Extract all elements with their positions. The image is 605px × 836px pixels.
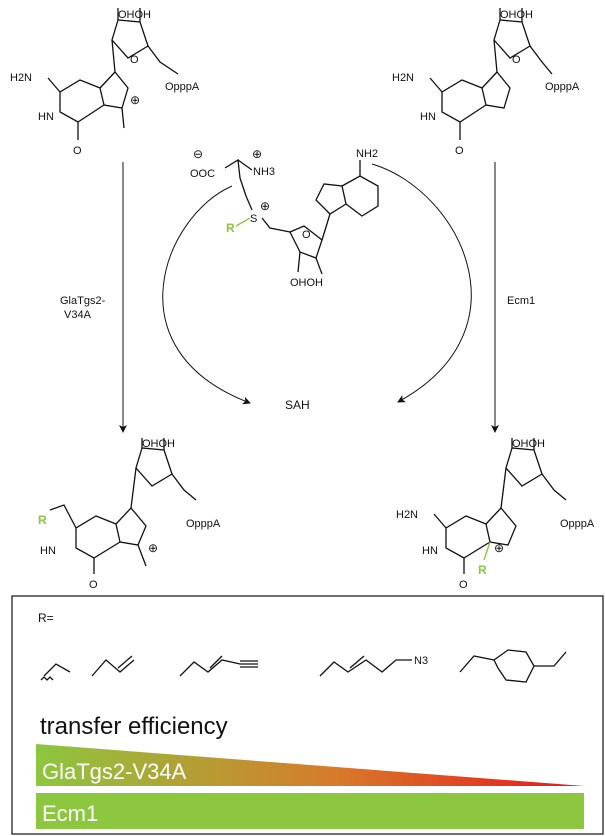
right-substrate-cap: OpppA xyxy=(545,81,580,93)
cofactor-plus-top-icon: ⊕ xyxy=(252,147,262,161)
substrate-left-structure xyxy=(47,8,179,140)
cofactor-r-group: R xyxy=(226,221,235,235)
left-substrate-oh: OHOH xyxy=(118,9,151,21)
left-product-r-group: R xyxy=(38,513,47,527)
right-substrate-nh: HN xyxy=(420,111,436,123)
right-product-plus-icon: ⊕ xyxy=(494,541,504,555)
ecm1-bar-label: Ecm1 xyxy=(42,801,98,826)
byproduct-label: SAH xyxy=(285,398,310,412)
left-substrate-plus-icon: ⊕ xyxy=(130,93,140,107)
left-substrate-nh: HN xyxy=(38,111,54,123)
r-equals-label: R= xyxy=(38,611,54,625)
right-product-oh: OHOH xyxy=(512,438,545,450)
right-enzyme-label: Ecm1 xyxy=(507,295,535,307)
glatgs2-bar-label: GlaTgs2-V34A xyxy=(42,759,187,784)
cofactor-amine: NH2 xyxy=(356,148,378,160)
right-product-carbonyl: O xyxy=(459,579,468,591)
left-substrate-carbonyl: O xyxy=(73,145,82,157)
right-curved-arrow xyxy=(371,163,472,403)
right-substrate-ring-o: O xyxy=(512,54,521,66)
reaction-arrows xyxy=(119,162,499,433)
left-enzyme-label-1: GlaTgs2- xyxy=(60,295,106,307)
left-product-plus-icon: ⊕ xyxy=(148,541,158,555)
r-group-methyl xyxy=(40,663,71,681)
left-product-oh: OHOH xyxy=(142,438,175,450)
ecm1-efficiency-bar xyxy=(36,793,584,829)
legend-box xyxy=(11,595,604,835)
cofactor-carboxylate: OOC xyxy=(190,168,215,180)
azide-label: N3 xyxy=(414,655,428,667)
right-substrate-oh: OHOH xyxy=(500,9,533,21)
right-product-r-group: R xyxy=(478,563,487,577)
r-group-enyne xyxy=(179,655,258,677)
glatgs2-efficiency-bar xyxy=(36,744,584,786)
cofactor-structure xyxy=(224,158,379,275)
left-enzyme-label-2: V34A xyxy=(64,309,92,321)
left-product-carbonyl: O xyxy=(89,579,98,591)
cofactor-sulfonium: S xyxy=(250,213,257,225)
cofactor-plus-s-icon: ⊕ xyxy=(260,199,270,213)
right-substrate-carbonyl: O xyxy=(455,145,464,157)
left-product-nh: HN xyxy=(40,545,56,557)
left-substrate-amine: H2N xyxy=(10,72,32,84)
left-substrate-ring-o: O xyxy=(130,54,139,66)
cofactor-ammonium: NH3 xyxy=(253,166,275,178)
right-product-cap: OpppA xyxy=(560,518,595,530)
r-group-azide xyxy=(319,655,412,677)
left-substrate-cap: OpppA xyxy=(165,81,200,93)
right-substrate-amine: H2N xyxy=(392,72,414,84)
right-product-nh: HN xyxy=(422,545,438,557)
efficiency-title: transfer efficiency xyxy=(40,713,228,740)
r-group-vinylbenzyl xyxy=(459,649,567,683)
cofactor-ring-o: O xyxy=(302,229,311,241)
right-product-amine: H2N xyxy=(396,509,418,521)
product-left-structure xyxy=(49,438,197,574)
r-group-allyl xyxy=(91,655,135,677)
substrate-right-structure xyxy=(429,8,553,140)
cofactor-diol: OHOH xyxy=(290,277,323,289)
left-curved-arrow xyxy=(162,185,251,405)
left-product-cap: OpppA xyxy=(186,518,221,530)
product-right-structure xyxy=(433,438,567,574)
cofactor-minus-icon: ⊖ xyxy=(193,147,203,161)
